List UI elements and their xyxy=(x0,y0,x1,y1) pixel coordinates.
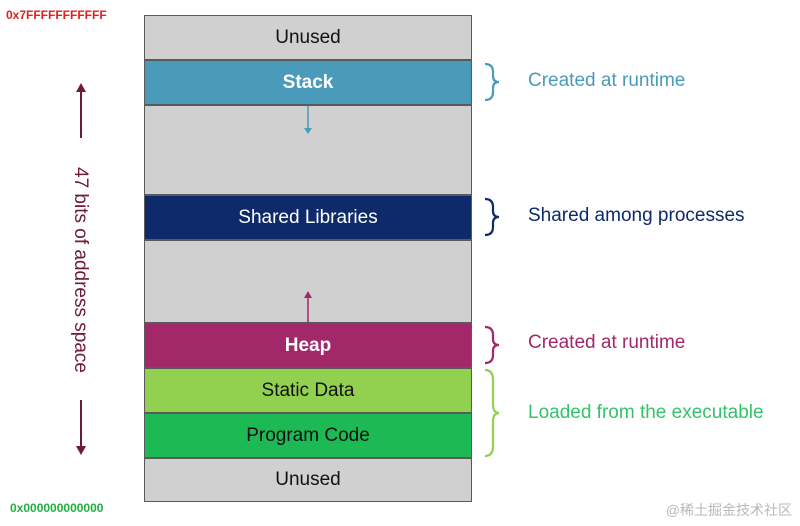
executable-brace xyxy=(484,368,500,458)
executable-annotation: Loaded from the executable xyxy=(528,402,764,423)
stack-growth-arrow xyxy=(304,106,312,134)
segment-stack: Stack xyxy=(144,60,472,105)
heap-brace xyxy=(484,325,500,365)
segment-heap: Heap xyxy=(144,323,472,368)
stack-brace xyxy=(484,62,500,102)
axis-down-arrow xyxy=(76,400,86,455)
bottom-address-label: 0x000000000000 xyxy=(10,501,104,515)
shared-libraries-annotation: Shared among processes xyxy=(528,205,745,226)
segment-program-code: Program Code xyxy=(144,413,472,458)
watermark: @稀土掘金技术社区 xyxy=(665,502,792,518)
shared-libraries-brace xyxy=(484,197,500,237)
segment-unused-top: Unused xyxy=(144,15,472,60)
heap-growth-arrow xyxy=(304,291,312,322)
segment-shared-libraries: Shared Libraries xyxy=(144,195,472,240)
heap-annotation: Created at runtime xyxy=(528,332,686,353)
segment-static-data: Static Data xyxy=(144,368,472,413)
top-address-label: 0x7FFFFFFFFFFF xyxy=(6,8,107,22)
segment-unused-bottom: Unused xyxy=(144,458,472,502)
axis-up-arrow xyxy=(76,83,86,138)
stack-annotation: Created at runtime xyxy=(528,70,686,91)
